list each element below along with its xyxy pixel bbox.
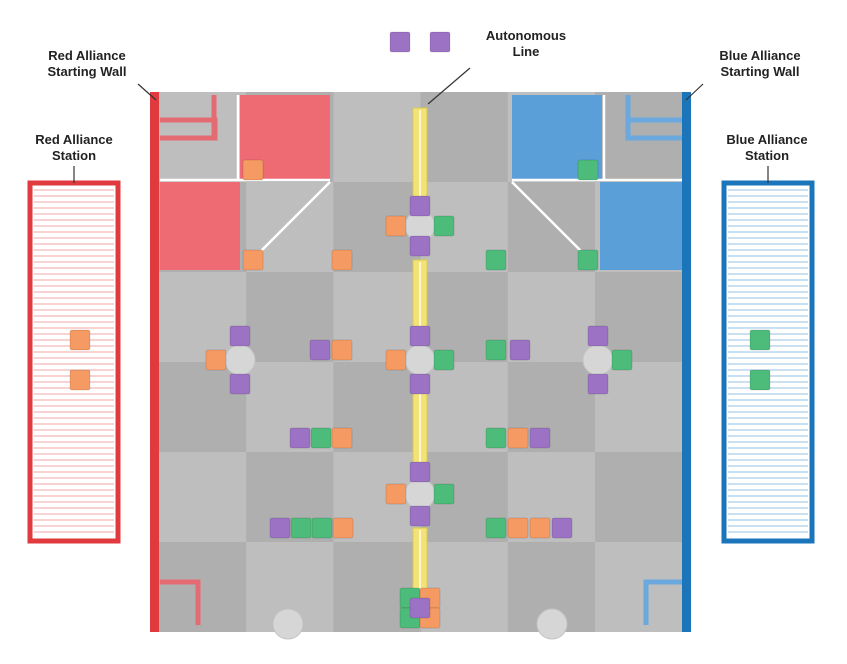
purple-cube (587, 325, 609, 347)
green-cube (485, 249, 507, 271)
orange-cube (331, 249, 353, 271)
purple-cube (551, 517, 573, 539)
orange-cube (242, 159, 264, 181)
purple-cube (409, 461, 431, 483)
orange-cube (507, 517, 529, 539)
red-alliance-starting-wall-label: Red Alliance Starting Wall (47, 48, 127, 79)
orange-cube (529, 517, 551, 539)
purple-cube (229, 325, 251, 347)
field-post (272, 608, 304, 640)
red-starting-zones (160, 95, 331, 625)
purple-cube (409, 597, 431, 619)
blue-starting-zones (511, 95, 682, 625)
purple-cube (409, 373, 431, 395)
orange-cube (205, 349, 227, 371)
autonomous-line-label: Autonomous Line (485, 28, 567, 59)
purple-cube (309, 339, 331, 361)
blue-alliance-starting-wall-label: Blue Alliance Starting Wall (719, 48, 801, 79)
purple-cube (289, 427, 311, 449)
purple-cube (409, 325, 431, 347)
green-cube (485, 427, 507, 449)
green-cube (433, 215, 455, 237)
green-cube (485, 517, 507, 539)
field-post (224, 344, 256, 376)
autonomous-line (412, 107, 428, 595)
field-post (536, 608, 568, 640)
purple-cube (269, 517, 291, 539)
purple-cube (409, 505, 431, 527)
orange-cube (69, 369, 91, 391)
red-alliance-station-label: Red Alliance Station (35, 132, 113, 163)
purple-cube (389, 31, 411, 53)
green-cube (485, 339, 507, 361)
blue-alliance-station (721, 180, 815, 544)
green-cube (611, 349, 633, 371)
purple-cube (429, 31, 451, 53)
green-cube (749, 329, 771, 351)
green-cube (311, 517, 333, 539)
field-post (582, 344, 614, 376)
red-starting-wall (150, 92, 159, 632)
purple-cube (409, 195, 431, 217)
legend-cubes (389, 31, 451, 53)
orange-cube (385, 483, 407, 505)
red-alliance-station (27, 180, 121, 544)
blue-starting-wall (682, 92, 691, 632)
purple-cube (529, 427, 551, 449)
cubes (69, 159, 771, 629)
orange-cube (385, 215, 407, 237)
green-cube (433, 349, 455, 371)
orange-cube (331, 427, 353, 449)
green-cube (749, 369, 771, 391)
purple-cube (229, 373, 251, 395)
green-cube (290, 517, 312, 539)
field-post (404, 478, 436, 510)
purple-cube (509, 339, 531, 361)
orange-cube (69, 329, 91, 351)
purple-cube (587, 373, 609, 395)
orange-cube (385, 349, 407, 371)
pointer-lines (73, 67, 769, 183)
green-cube (577, 249, 599, 271)
orange-cube (332, 517, 354, 539)
green-cube (310, 427, 332, 449)
blue-alliance-station-label: Blue Alliance Station (726, 132, 808, 163)
green-cube (433, 483, 455, 505)
orange-cube (242, 249, 264, 271)
field-post (404, 344, 436, 376)
green-cube (577, 159, 599, 181)
purple-cube (409, 235, 431, 257)
orange-cube (331, 339, 353, 361)
orange-cube (507, 427, 529, 449)
